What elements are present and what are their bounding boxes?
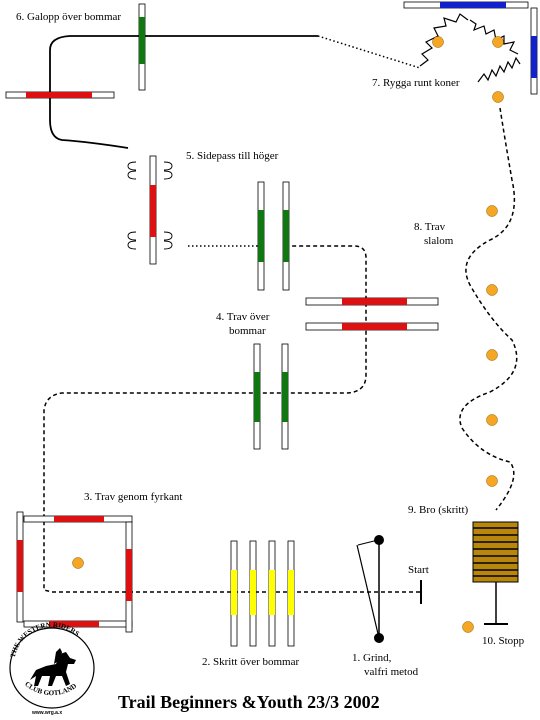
hoofprint-marks [127, 161, 173, 250]
label-obstacle-7: 7. Rygga runt koner [372, 77, 460, 89]
route-dashed-main [43, 245, 420, 593]
obstacle-8-slalom-cones [486, 205, 498, 487]
obstacle-2-poles [230, 540, 295, 647]
pole-2d-color [288, 570, 294, 615]
start-label: Start [408, 564, 429, 576]
obstacle-4-poles [253, 297, 439, 450]
label-obstacle-2: 2. Skritt över bommar [202, 656, 299, 668]
obstacle-7-backup [403, 1, 538, 103]
label-obstacle-1: 1. Grind, valfri metod [352, 652, 419, 678]
pole-2a-color [231, 570, 237, 615]
pole-2c-color [269, 570, 275, 615]
route-slalom-dashed [459, 107, 518, 511]
label-obstacle-8: 8. Trav slalom [414, 221, 454, 247]
rider-icon [54, 648, 62, 664]
label-obstacle-10: 10. Stopp [482, 635, 525, 647]
label-obstacle-4: 4. Trav över bommar [216, 311, 272, 337]
zigzag-c [477, 56, 521, 83]
horse-rider-icon [30, 652, 76, 686]
route-gallop-solid [49, 35, 318, 149]
page-title: Trail Beginners &Youth 23/3 2002 [118, 692, 380, 712]
club-logo: THE WESTERN RIDERS CLUB GOTLAND www.wrg.… [9, 621, 95, 716]
obstacle-3-box [16, 511, 133, 633]
zigzag-b [469, 19, 519, 55]
label-obstacle-6: 6. Galopp över bommar [16, 11, 121, 23]
zigzag-a [419, 13, 469, 67]
route-to-backup-dotted [317, 35, 421, 69]
obstacle-10-stop-cone [462, 621, 474, 633]
label-obstacle-9: 9. Bro (skritt) [408, 504, 469, 516]
label-obstacle-5: 5. Sidepass till höger [186, 150, 279, 162]
pole-2b-color [250, 570, 256, 615]
box-center-cone [72, 557, 84, 569]
obstacle-1-gate [356, 535, 384, 643]
obstacle-9-bridge [472, 521, 519, 583]
obstacle-6-poles [5, 3, 146, 99]
obstacle-5-sidepass [127, 155, 290, 291]
label-obstacle-3: 3. Trav genom fyrkant [84, 491, 182, 503]
logo-url: www.wrg.a.x [31, 710, 62, 716]
